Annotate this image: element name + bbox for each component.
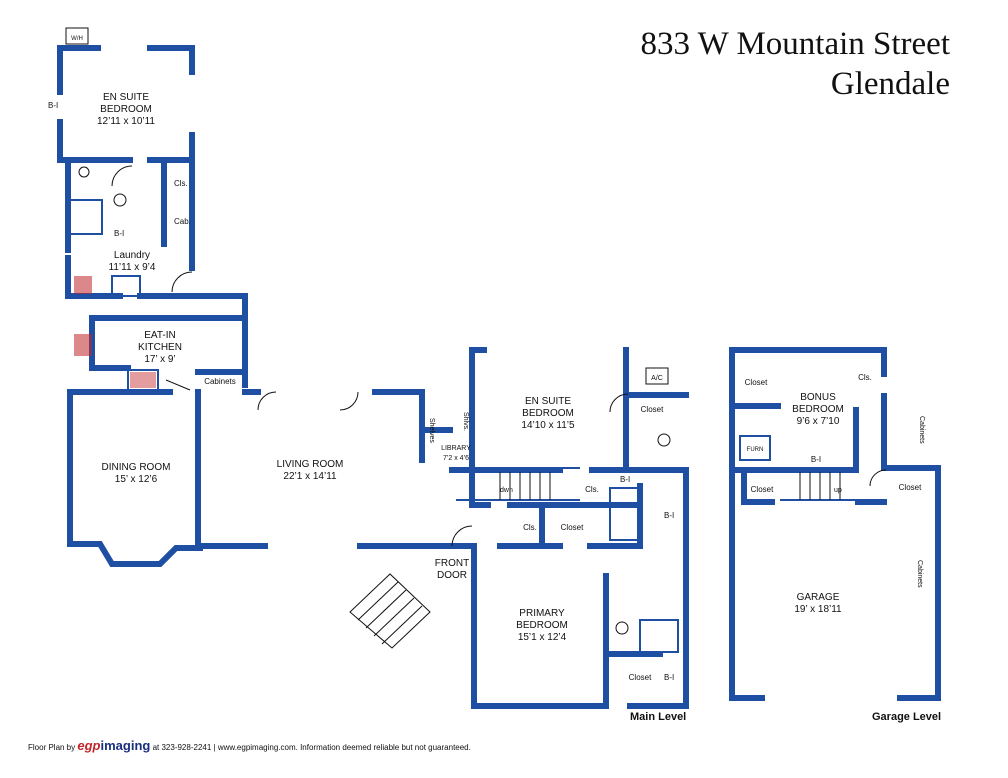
ensuite2-name1: EN SUITE [525, 396, 571, 407]
library-dim: 7’2 x 4’6 [443, 455, 469, 462]
labels: W/H B-I EN SUITE BEDROOM 12’11 x 10’11 C… [48, 36, 925, 682]
address-line-2: Glendale [830, 66, 950, 102]
closet-label-5: Closet [751, 485, 774, 494]
ensuite1-name1: EN SUITE [103, 92, 149, 103]
bi-label-1: B-I [48, 101, 58, 110]
footer: Floor Plan by egpimaging at 323-928-2241… [28, 738, 471, 753]
wall-ensuite1 [57, 45, 195, 163]
wall-hall [449, 467, 643, 549]
garage-dim: 19’ x 18’11 [794, 604, 842, 615]
bonus-dim: 9’6 x 7’10 [797, 416, 840, 427]
closet-label-4: Closet [745, 378, 768, 387]
wh-label: W/H [71, 36, 83, 42]
garage-level-label: Garage Level [872, 711, 942, 723]
cabinets-label-3: Cabinets [916, 560, 923, 588]
laundry-name: Laundry [114, 250, 150, 261]
cls-label-1: Cls. [174, 179, 188, 188]
closet-label-2: Closet [561, 523, 584, 532]
ensuite1-dim: 12’11 x 10’11 [97, 116, 155, 127]
dwn-label: dwn [500, 487, 513, 494]
primary-name2: BEDROOM [516, 620, 568, 631]
primary-name1: PRIMARY [519, 608, 565, 619]
shlvs-label: Shlvs. [462, 412, 469, 431]
cls-label-3: Cls. [523, 523, 537, 532]
cls-label-4: Cls. [858, 373, 872, 382]
ac-label: A/C [651, 375, 663, 382]
bi-label-5: B-I [664, 673, 674, 682]
bonus-name1: BONUS [800, 392, 836, 403]
wall-dining [67, 389, 473, 567]
garage-name: GARAGE [797, 592, 840, 603]
ensuite2-name2: BEDROOM [522, 408, 574, 419]
cab-label: Cab. [174, 217, 191, 226]
ensuite1-name2: BEDROOM [100, 104, 152, 115]
closet-label-1: Closet [641, 405, 664, 414]
bi-label-2: B-I [114, 229, 124, 238]
doors [111, 165, 887, 547]
cabinets-label-1: Cabinets [204, 377, 236, 386]
kitchen-dim: 17’ x 9’ [144, 354, 175, 365]
main-level-label: Main Level [630, 711, 687, 723]
kitchen-name1: EAT-IN [144, 330, 175, 341]
kitchen-name2: KITCHEN [138, 342, 182, 353]
bi-label-4: B-I [664, 511, 674, 520]
cabinets-label-2: Cabinets [918, 416, 925, 444]
front-door-1: FRONT [435, 558, 469, 569]
cls-label-2: Cls. [585, 485, 599, 494]
shelves-label: Shelves [428, 418, 435, 443]
fixtures [65, 27, 671, 635]
footer-brand-b: imaging [100, 738, 151, 753]
wall-ensuite2 [469, 347, 689, 703]
up-label: up [834, 487, 842, 494]
bi-label-6: B-I [811, 455, 821, 464]
library-name: LIBRARY [441, 445, 471, 452]
interior-lines [67, 199, 856, 653]
address-line-1: 833 W Mountain Street [640, 26, 950, 62]
stairs [349, 472, 841, 649]
walls [57, 45, 941, 709]
wall-living [242, 389, 453, 463]
furn-label: FURN [747, 447, 764, 453]
closet-label-6: Closet [899, 483, 922, 492]
laundry-dim: 11’11 x 9’4 [109, 262, 156, 273]
dining-dim: 15’ x 12’6 [115, 474, 158, 485]
primary-dim: 15’1 x 12’4 [518, 632, 567, 643]
bonus-name2: BEDROOM [792, 404, 844, 415]
closet-label-3: Closet [629, 673, 652, 682]
wall-closets [729, 403, 887, 505]
wall-primary [471, 543, 689, 709]
living-dim: 22’1 x 14’11 [283, 471, 337, 482]
wall-garage [729, 347, 941, 701]
ensuite2-dim: 14’10 x 11’5 [521, 420, 575, 431]
living-name: LIVING ROOM [277, 459, 344, 470]
front-door-2: DOOR [437, 570, 467, 581]
dining-name: DINING ROOM [102, 462, 171, 473]
bi-label-3: B-I [620, 475, 630, 484]
footer-brand-a: egp [77, 738, 101, 753]
footer-rest: at 323-928-2241 | www.egpimaging.com. In… [152, 743, 471, 752]
footer-prefix: Floor Plan by [28, 743, 76, 752]
